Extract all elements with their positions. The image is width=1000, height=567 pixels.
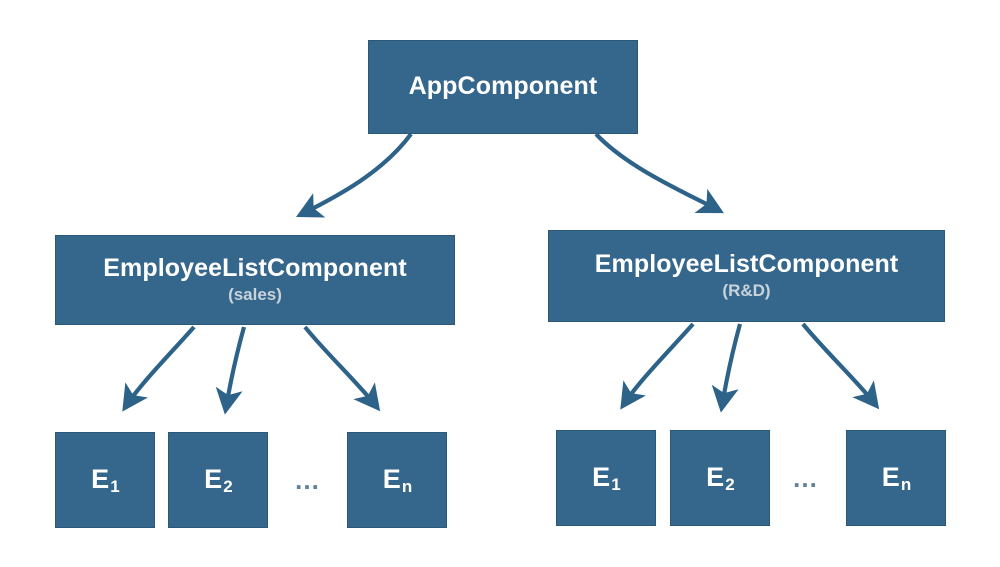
- node-employee-list-sales-label: EmployeeListComponent: [103, 253, 407, 282]
- employee-index: 2: [223, 477, 233, 497]
- employee-letter: E: [204, 464, 223, 495]
- node-employee-list-rnd-subtitle: (R&D): [722, 281, 771, 301]
- node-sales-employee-n-label: En: [382, 464, 413, 497]
- node-rnd-employee-n[interactable]: En: [846, 430, 946, 526]
- rnd-ellipsis: …: [792, 463, 820, 493]
- employee-letter: E: [706, 462, 725, 493]
- edge-rnd-to-e1: [620, 322, 695, 410]
- employee-index: 2: [725, 475, 735, 495]
- node-sales-employee-1-label: E1: [91, 464, 120, 497]
- employee-letter: E: [881, 462, 900, 493]
- node-rnd-employee-2-label: E2: [706, 462, 735, 495]
- node-employee-list-sales-subtitle: (sales): [228, 285, 282, 305]
- node-sales-employee-2-label: E2: [204, 464, 233, 497]
- node-employee-list-sales[interactable]: EmployeeListComponent (sales): [55, 235, 455, 325]
- employee-letter: E: [91, 464, 110, 495]
- employee-letter: E: [382, 464, 401, 495]
- node-employee-list-rnd[interactable]: EmployeeListComponent (R&D): [548, 230, 945, 322]
- employee-index: n: [900, 475, 912, 495]
- edge-sales-to-e1: [122, 325, 196, 412]
- edge-app-to-rnd: [594, 132, 724, 214]
- node-sales-employee-1[interactable]: E1: [55, 432, 155, 528]
- node-employee-list-rnd-label: EmployeeListComponent: [594, 249, 899, 278]
- node-rnd-employee-1[interactable]: E1: [556, 430, 656, 526]
- node-app-component[interactable]: AppComponent: [368, 40, 638, 134]
- edge-rnd-to-en: [801, 322, 880, 410]
- employee-index: 1: [110, 477, 120, 497]
- node-rnd-employee-2[interactable]: E2: [670, 430, 770, 526]
- node-rnd-employee-n-label: En: [881, 462, 912, 495]
- sales-ellipsis: …: [294, 465, 322, 495]
- node-app-component-label: AppComponent: [408, 72, 598, 101]
- node-rnd-employee-1-label: E1: [592, 462, 621, 495]
- edge-sales-to-en: [303, 325, 381, 412]
- employee-index: n: [401, 477, 413, 497]
- node-sales-employee-n[interactable]: En: [347, 432, 447, 528]
- edge-sales-to-e2: [215, 326, 247, 415]
- edge-rnd-to-e2: [711, 323, 743, 413]
- employee-letter: E: [592, 462, 611, 493]
- node-sales-employee-2[interactable]: E2: [168, 432, 268, 528]
- employee-index: 1: [611, 475, 621, 495]
- edge-app-to-sales: [295, 132, 413, 218]
